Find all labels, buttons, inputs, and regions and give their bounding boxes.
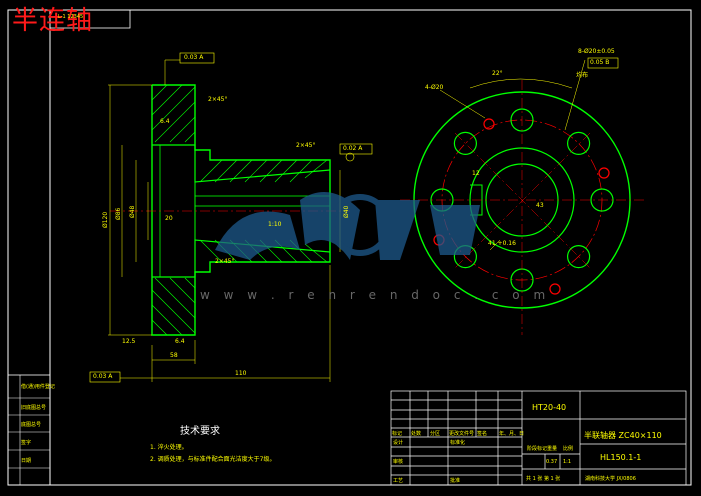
dim-keyway-note-3: 均布 [576,72,589,79]
tb-standard: 标准化 [450,440,466,446]
tech-item-1: 1. 淬火处理。 [150,444,188,451]
dim-holes-label: 4-Ø20 [425,84,444,91]
left-strip-label-1: 借(通)用件登记 [21,384,55,390]
left-strip-label-4: 签字 [21,440,32,446]
dim-dia-2: Ø48 [129,205,136,218]
tb-company: 湖南科技大学 JX/0806 [585,476,636,482]
dim-chamfer-hub: 2×45° [296,142,316,149]
dim-angle: 22° [492,70,503,77]
left-strip-label-2: 旧底图总号 [21,405,47,411]
left-strip-label-3: 底图总号 [21,422,42,428]
dim-keyway-note-2: 0.05 B [590,59,610,66]
dim-dia-1: Ø86 [115,207,122,220]
tb-scale-value: 1:1 [563,459,572,465]
code-box [49,9,131,29]
tb-header-4: 更改文件号 [449,431,475,437]
tb-row-review: 审核 [393,459,404,465]
tb-weight-value: 0.37 [546,459,558,465]
left-strip-label-5: 日期 [21,458,32,464]
tb-drawing-code: HL150.1-1 [600,453,642,462]
tb-material: HT20-40 [532,403,567,412]
tb-header-5: 签名 [477,431,488,437]
dim-keyway-width: 12 [472,170,480,177]
tb-stage-label: 阶段标记 [527,446,548,452]
tb-weight-label: 重量 [547,446,558,452]
dim-keyway-depth: 43 [536,202,544,209]
dim-tol-top: 0.03 A [184,54,204,61]
dim-tol-bottom: 0.03 A [93,373,113,380]
watermark-text: w w w . r e n r e n d o c . c o m [200,288,551,302]
dim-dia-3: Ø40 [343,205,350,218]
tb-part-name: 半联轴器 ZC40×110 [584,431,662,440]
section-view [89,52,373,383]
left-strip [7,374,51,486]
title-block [390,390,687,486]
tb-approve: 批准 [450,478,461,484]
tb-header-1: 标记 [392,431,403,437]
dim-roughness-2: 12.5 [122,338,136,345]
dim-taper: 1:10 [268,221,282,228]
inner-frame [49,9,692,486]
overlay-title: 半连轴 [12,6,94,36]
tb-scale-label: 比例 [563,446,574,452]
tech-requirements-title: 技术要求 [180,426,220,437]
tb-row-design: 设计 [393,440,404,446]
dim-total-length: 110 [235,370,247,377]
dim-roughness-3: 6.4 [175,338,185,345]
dim-small-length: 20 [165,215,173,222]
dim-keyway-note-1: 8-Ø20±0.05 [578,48,615,55]
drawing-number-box: L-1 12345 [58,14,84,20]
tb-row-process: 工艺 [393,478,404,484]
tb-header-2: 处数 [411,431,422,437]
dim-chamfer-top: 2×45° [208,96,228,103]
watermark-logo [215,192,480,260]
dim-flange-length: 58 [170,352,178,359]
dim-tol-right: 0.02 A [343,145,363,152]
dim-chamfer-bottom: 2×45° [215,258,235,265]
dim-dia-outer: Ø120 [102,211,109,228]
tb-header-3: 分区 [430,431,441,437]
dim-roughness-1: 6.4 [160,118,170,125]
dim-keyway-tol: 41 +0.16 [488,240,516,247]
tb-sheets: 共 1 张 第 1 张 [526,476,561,482]
tb-header-6: 年、月、日 [499,431,525,437]
tech-item-2: 2. 调质处理，与标准件配合面光洁度大于7级。 [150,456,276,463]
